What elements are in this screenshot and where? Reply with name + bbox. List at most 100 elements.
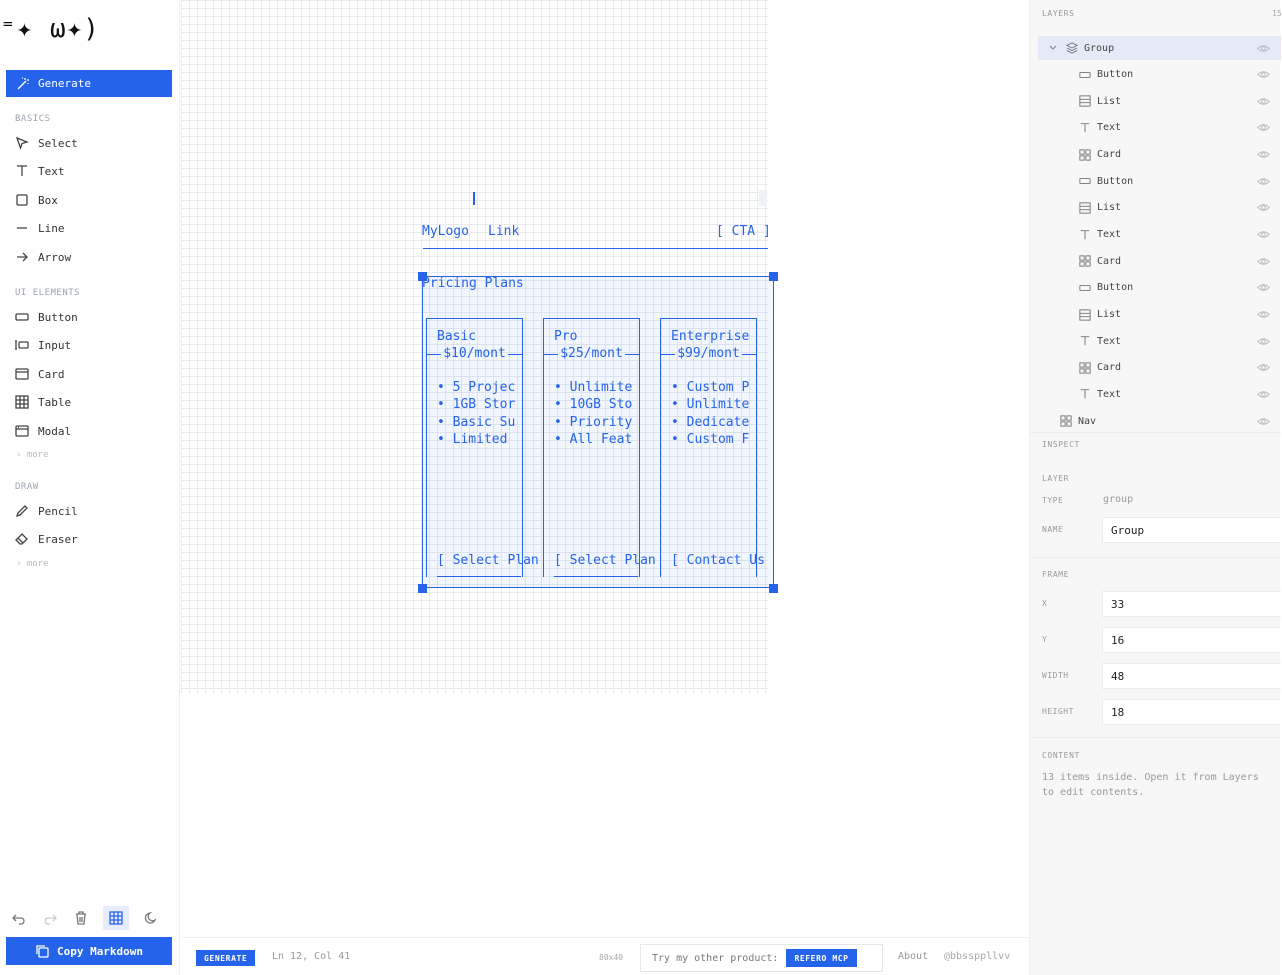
eye-icon[interactable] [1257, 121, 1270, 134]
moon-icon [144, 912, 157, 924]
eye-icon[interactable] [1257, 308, 1270, 321]
eye-icon[interactable] [1257, 335, 1270, 348]
card-cta-basic[interactable]: [ Select Plan [437, 553, 539, 568]
draw-section-label: DRAW [15, 482, 39, 492]
tool-arrow[interactable]: Arrow [15, 247, 71, 267]
layer-item-list[interactable]: List [1038, 196, 1281, 220]
layer-item-card[interactable]: Card [1038, 356, 1281, 380]
eye-icon[interactable] [1257, 201, 1270, 214]
tool-table[interactable]: Table [15, 392, 71, 412]
tool-box[interactable]: Box [15, 190, 58, 210]
tool-label: Line [38, 221, 65, 235]
refero-mcp-button[interactable]: REFERO MCP [786, 949, 857, 967]
layer-item-list[interactable]: List [1038, 89, 1281, 113]
x-field[interactable]: 33 [1102, 591, 1281, 617]
resize-handle-bottom-left[interactable] [418, 584, 427, 593]
eye-icon[interactable] [1257, 415, 1270, 428]
tool-pencil[interactable]: Pencil [15, 501, 78, 521]
eye-icon[interactable] [1257, 148, 1270, 161]
pencil-icon [15, 505, 28, 518]
input-icon [15, 340, 29, 350]
nav-link[interactable]: Link [488, 224, 520, 239]
card-feature: • Custom P [671, 380, 750, 395]
eye-icon[interactable] [1257, 175, 1270, 188]
author-handle-link[interactable]: @bbssppllvv [944, 951, 1011, 962]
pricing-card-basic[interactable]: Basic $10/mont • 5 Projec • 1GB Stor • B… [426, 318, 523, 577]
tool-card[interactable]: Card [15, 364, 65, 384]
delete-button[interactable] [72, 909, 90, 927]
ui-elements-more-link[interactable]: › more [16, 450, 49, 460]
layer-item-button[interactable]: Button [1038, 276, 1281, 300]
tool-button[interactable]: Button [15, 307, 78, 327]
tool-select[interactable]: Select [15, 133, 78, 153]
layer-item-card[interactable]: Card [1038, 143, 1281, 167]
section-title[interactable]: Pricing Plans [422, 276, 524, 291]
eye-icon[interactable] [1257, 228, 1270, 241]
nav-cta[interactable]: [ CTA ] [716, 224, 771, 239]
button-icon [1079, 71, 1091, 78]
layer-item-text[interactable]: Text [1038, 382, 1281, 406]
card-cta-pro[interactable]: [ Select Plan [554, 553, 656, 568]
tool-label: Arrow [38, 250, 72, 264]
generate-badge[interactable]: GENERATE [196, 950, 256, 966]
card-feature: • Unlimite [671, 397, 750, 412]
layer-item-button[interactable]: Button [1038, 169, 1281, 193]
pricing-card-pro[interactable]: Pro $25/mont • Unlimite • 10GB Sto • Pri… [543, 318, 640, 577]
table-icon [15, 395, 29, 409]
layer-item-list[interactable]: List [1038, 303, 1281, 327]
canvas-grid [181, 0, 768, 693]
width-field[interactable]: 48 [1102, 663, 1281, 689]
width-key: WIDTH [1042, 671, 1069, 680]
resize-handle-top-left[interactable] [418, 272, 427, 281]
eye-icon[interactable] [1257, 388, 1270, 401]
resize-handle-top-right[interactable] [769, 272, 778, 281]
card-bottom-border [437, 576, 521, 577]
wireframe-canvas[interactable]: MyLogo Link [ CTA ] Pricing Plans Basic … [181, 0, 1029, 935]
eye-icon[interactable] [1257, 255, 1270, 268]
layer-item-nav[interactable]: Nav [1038, 409, 1281, 433]
name-field[interactable]: Group [1102, 517, 1281, 543]
canvas-size: 80x40 [599, 953, 624, 962]
generate-button[interactable]: Generate [6, 70, 172, 97]
layer-label: Text [1097, 388, 1122, 400]
card-grid-icon [1079, 148, 1091, 161]
trash-icon [76, 911, 86, 925]
y-field[interactable]: 16 [1102, 627, 1281, 653]
tool-line[interactable]: Line [15, 218, 65, 238]
eye-icon[interactable] [1257, 42, 1270, 55]
card-cta-enterprise[interactable]: [ Contact Us [671, 553, 765, 568]
basics-section-label: BASICS [15, 114, 51, 124]
tool-text[interactable]: Text [15, 161, 65, 181]
copy-markdown-button[interactable]: Copy Markdown [6, 937, 172, 965]
layer-item-card[interactable]: Card [1038, 249, 1281, 273]
eye-icon[interactable] [1257, 95, 1270, 108]
resize-handle-bottom-right[interactable] [769, 584, 778, 593]
type-key: TYPE [1042, 496, 1064, 505]
grid-toggle-button[interactable] [103, 906, 129, 930]
layer-label: Card [1097, 362, 1122, 374]
tool-modal[interactable]: Modal [15, 421, 71, 441]
theme-toggle-button[interactable] [142, 909, 160, 927]
eye-icon[interactable] [1257, 361, 1270, 374]
layer-item-text[interactable]: Text [1038, 329, 1281, 353]
tool-eraser[interactable]: Eraser [15, 529, 78, 549]
draw-more-link[interactable]: › more [16, 559, 49, 569]
layer-item-text[interactable]: Text [1038, 116, 1281, 140]
layer-item-text[interactable]: Text [1038, 223, 1281, 247]
height-field[interactable]: 18 [1102, 699, 1281, 725]
divider [1030, 557, 1281, 558]
chevron-down-icon[interactable] [1048, 43, 1058, 53]
eye-icon[interactable] [1257, 68, 1270, 81]
frame-section-label: FRAME [1042, 570, 1070, 579]
nav-logo[interactable]: MyLogo [422, 224, 469, 239]
selected-group-frame[interactable] [422, 276, 774, 588]
layer-item-group[interactable]: Group [1038, 36, 1281, 60]
undo-button[interactable] [10, 909, 28, 927]
redo-button[interactable] [41, 909, 59, 927]
eye-icon[interactable] [1257, 281, 1270, 294]
tool-input[interactable]: Input [15, 335, 71, 355]
about-link[interactable]: About [898, 951, 929, 962]
layer-item-button[interactable]: Button [1038, 63, 1281, 87]
layer-label: List [1097, 202, 1122, 214]
pricing-card-enterprise[interactable]: Enterprise $99/mont • Custom P • Unlimit… [660, 318, 757, 577]
